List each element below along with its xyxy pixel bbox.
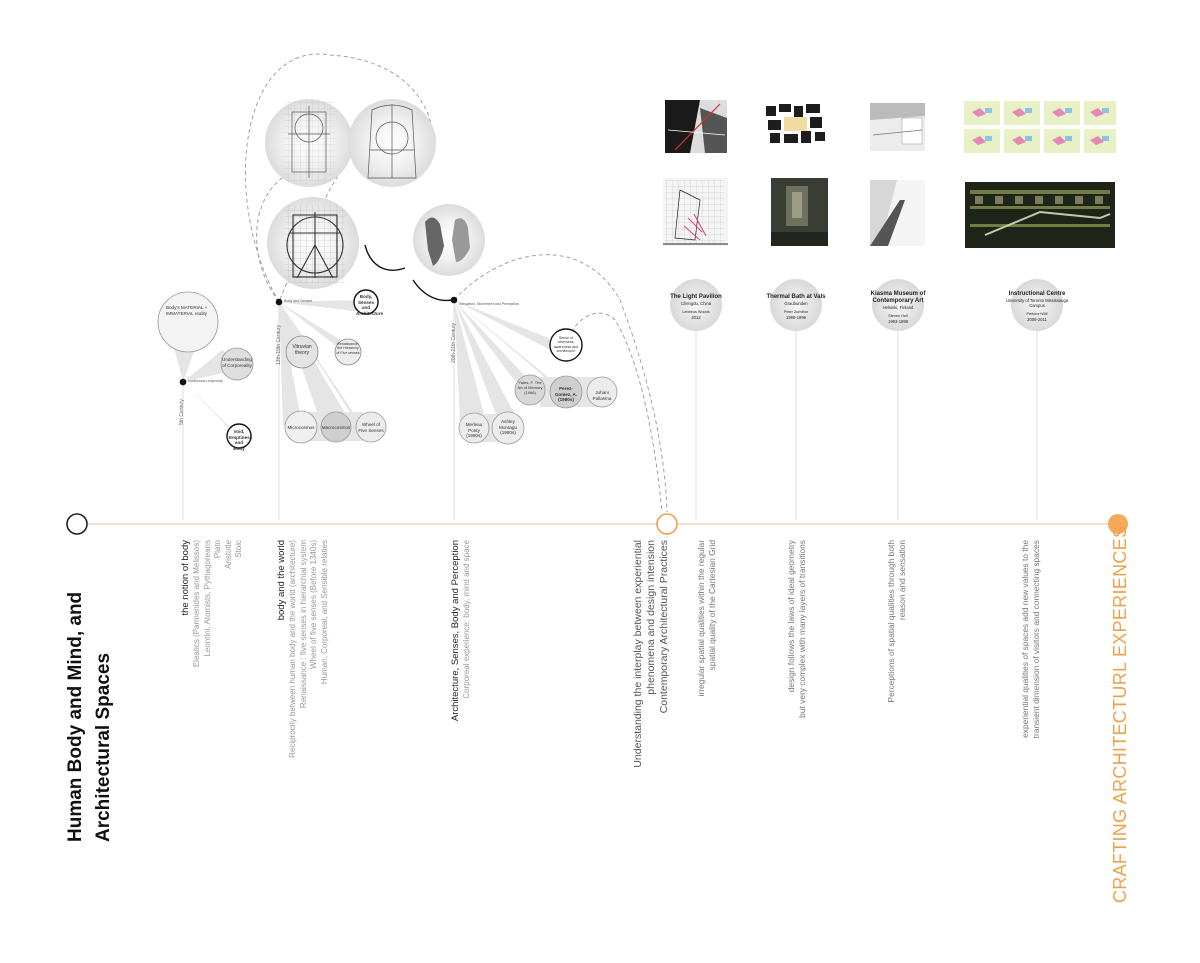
node-label-body-senses: Body and Senses xyxy=(284,299,313,303)
section-line: Human, Corporeal, and Sensible relaties xyxy=(319,540,329,685)
section-line: Renaissance : five senses in hierarchial… xyxy=(298,540,308,709)
main-title-line-1: Human Body and Mind, and xyxy=(65,591,86,842)
section-line: Plato xyxy=(213,540,222,559)
bubble-void: Void, Emptiness and Body xyxy=(229,429,253,451)
project-year: 2008-2011 xyxy=(1027,317,1047,322)
desc-line: irregular spatial qualities within the r… xyxy=(696,540,706,697)
main-title-line-2: Architectural Spaces xyxy=(93,652,114,842)
bubble-body-reality: Body's MATERIAL + IMMATERIAL reality xyxy=(166,305,208,316)
project-place: Chengdu, China xyxy=(680,301,712,306)
section-line: Aristotle xyxy=(223,540,233,569)
timeline-stems xyxy=(182,300,1038,520)
bubble-yates: Yates, F. The Art of Memory (1966) xyxy=(517,380,543,395)
node-20th-21th-century xyxy=(450,296,458,304)
century-label-13th-19th: 13th-19th Century xyxy=(276,324,282,365)
section-line: Corporeal experience: body, mind and spa… xyxy=(462,540,471,699)
bubble-wheel-five-senses: Wheel of Five Senses xyxy=(358,422,384,433)
section-line: Leontini, Atomists, Pythagoreans xyxy=(202,540,212,657)
project-desc-light-pavilion: irregular spatial qualities within the r… xyxy=(696,540,718,840)
project-architect: Lebbeus Woods xyxy=(682,310,710,314)
project-title-light-pavilion: The Light Pavilion Chengdu, China Lebbeu… xyxy=(666,294,726,320)
project-place: Helsinki, Finland xyxy=(882,305,914,310)
project-architect: Steven Holl xyxy=(888,314,908,318)
desc-line: spatial quality of the Cartesian Grid xyxy=(707,540,717,671)
project-title-instructional: Instructional Centre University of Toron… xyxy=(1005,291,1069,322)
desc-line: transient dimension of visitors and conn… xyxy=(1031,540,1041,739)
project-name: Kiasma Museum of Contemporary Art xyxy=(870,291,926,304)
desc-line: but very complex with many layers of tra… xyxy=(797,540,807,718)
project-year: 1990-1996 xyxy=(785,315,807,320)
node-label-continuous: continuous reciprocity xyxy=(188,379,223,383)
project-desc-vals: design follows the laws of ideal geometr… xyxy=(786,540,808,840)
bubble-macrocosmos: Macrocosmos xyxy=(321,425,351,430)
project-year: 1993-1998 xyxy=(887,319,909,324)
project-name: Thermal Bath at Vals xyxy=(766,294,826,300)
project-architect: Perkins+Will xyxy=(1026,312,1048,316)
desc-line: Perceptions of spatial qualities through… xyxy=(886,540,896,703)
node-label-sensation: Sensation, Movement and Perception xyxy=(459,302,519,306)
bubble-otherness: Sense of otherness, awareness and archit… xyxy=(553,336,579,354)
crafting-title: CRAFTING ARCHITECTURL EXPERIENCES xyxy=(1110,525,1130,903)
project-name: Instructional Centre xyxy=(1008,291,1066,297)
bridge-line: Contemporary Architectural Practices xyxy=(658,540,670,714)
bubble-circles xyxy=(157,289,618,449)
section-line: Wheel of five senses (Before 1340s) xyxy=(309,540,318,669)
section-line: Reciprocity between human body and the w… xyxy=(288,540,297,758)
bubble-merleau-ponty: Merleau Ponty (1960s) xyxy=(465,422,483,439)
connection-fans xyxy=(168,300,602,445)
project-name: The Light Pavilion xyxy=(670,294,722,300)
section-body-and-world: body and the world Reciprocity between h… xyxy=(276,540,330,840)
project-desc-instructional: experiential qualities of spaces add new… xyxy=(1020,540,1042,840)
bubble-perez-gomez: Perez-Gomez, A. (1980s) xyxy=(554,386,578,403)
bubble-montagu: Ashley Montagu (1980s) xyxy=(499,419,517,436)
project-place: Graubunden xyxy=(784,301,808,306)
desc-line: reason and sensation xyxy=(897,540,907,621)
bubble-body-senses-architecture: Body, Senses and Architecture xyxy=(356,294,384,316)
timeline-start-node xyxy=(66,513,88,535)
desc-line: experiential qualities of spaces add new… xyxy=(1020,540,1030,738)
historical-images xyxy=(265,99,485,289)
section-heading: the notion of body xyxy=(180,540,191,616)
project-desc-kiasma: Perceptions of spatial qualities through… xyxy=(886,540,908,840)
timeline-end-node xyxy=(1108,514,1128,534)
section-notion-of-body: the notion of body Eleatics (Parmenides … xyxy=(180,540,245,840)
project-title-vals: Thermal Bath at Vals Graubunden Peter Zu… xyxy=(764,294,828,320)
section-heading: Architecture, Senses, Body and Perceptio… xyxy=(450,540,461,722)
project-images xyxy=(663,100,1116,248)
bridge-text: Understanding the interplay between expe… xyxy=(632,540,671,840)
bubble-renaissance: Renaissance: the Hierarchy of Five sense… xyxy=(336,342,360,355)
section-line: Stoic xyxy=(234,540,243,558)
section-heading: body and the world xyxy=(276,540,287,621)
bubble-vitruvian: Vitruvian theory xyxy=(292,344,312,356)
project-architect: Peter Zumthor xyxy=(783,310,809,314)
bubble-pallasma: Juhani Pallasma xyxy=(592,390,612,401)
project-title-kiasma: Kiasma Museum of Contemporary Art Helsin… xyxy=(868,291,928,324)
project-place: University of Toronto Mississauga Campus xyxy=(1005,298,1069,308)
section-line: Eleatics (Parmenides and Melissos) xyxy=(192,540,201,668)
bridge-line: Understanding the interplay between expe… xyxy=(632,540,644,768)
dashed-links xyxy=(245,53,668,513)
bridge-line: phenomena and design intension xyxy=(645,540,657,695)
timeline-middle-node xyxy=(656,513,678,535)
bubble-corporeality: Understanding of Corporeality xyxy=(222,357,252,368)
section-architecture-senses: Architecture, Senses, Body and Perceptio… xyxy=(450,540,473,840)
century-label-20th-21th: 20th-21th Century xyxy=(451,322,457,363)
solid-links xyxy=(364,244,453,302)
node-13th-19th-century xyxy=(275,298,283,306)
desc-line: design follows the laws of ideal geometr… xyxy=(786,540,796,693)
project-halos xyxy=(670,279,1063,331)
century-label-5th: 5th Century xyxy=(179,399,185,425)
project-year: 2012 xyxy=(691,315,701,320)
node-5th-century xyxy=(179,378,187,386)
bubble-microcosmos: Microcosmos xyxy=(287,425,315,430)
